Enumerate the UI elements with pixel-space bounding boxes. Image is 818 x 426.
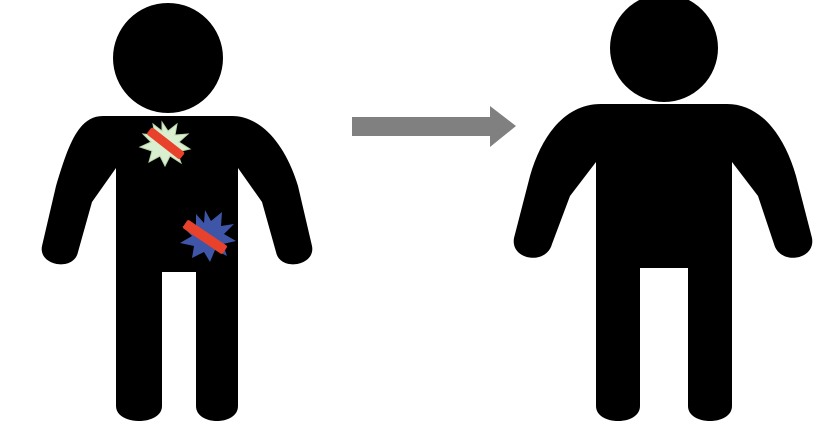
- arrow-shaft: [352, 117, 492, 136]
- right-person-body: [514, 104, 813, 421]
- left-person-body: [42, 116, 313, 421]
- right-person-icon: [514, 0, 813, 421]
- right-arrow-icon: [352, 106, 516, 147]
- left-person-icon: [42, 3, 313, 421]
- right-person-head: [610, 0, 718, 102]
- left-person-head: [113, 3, 223, 113]
- arrow-head: [490, 106, 516, 147]
